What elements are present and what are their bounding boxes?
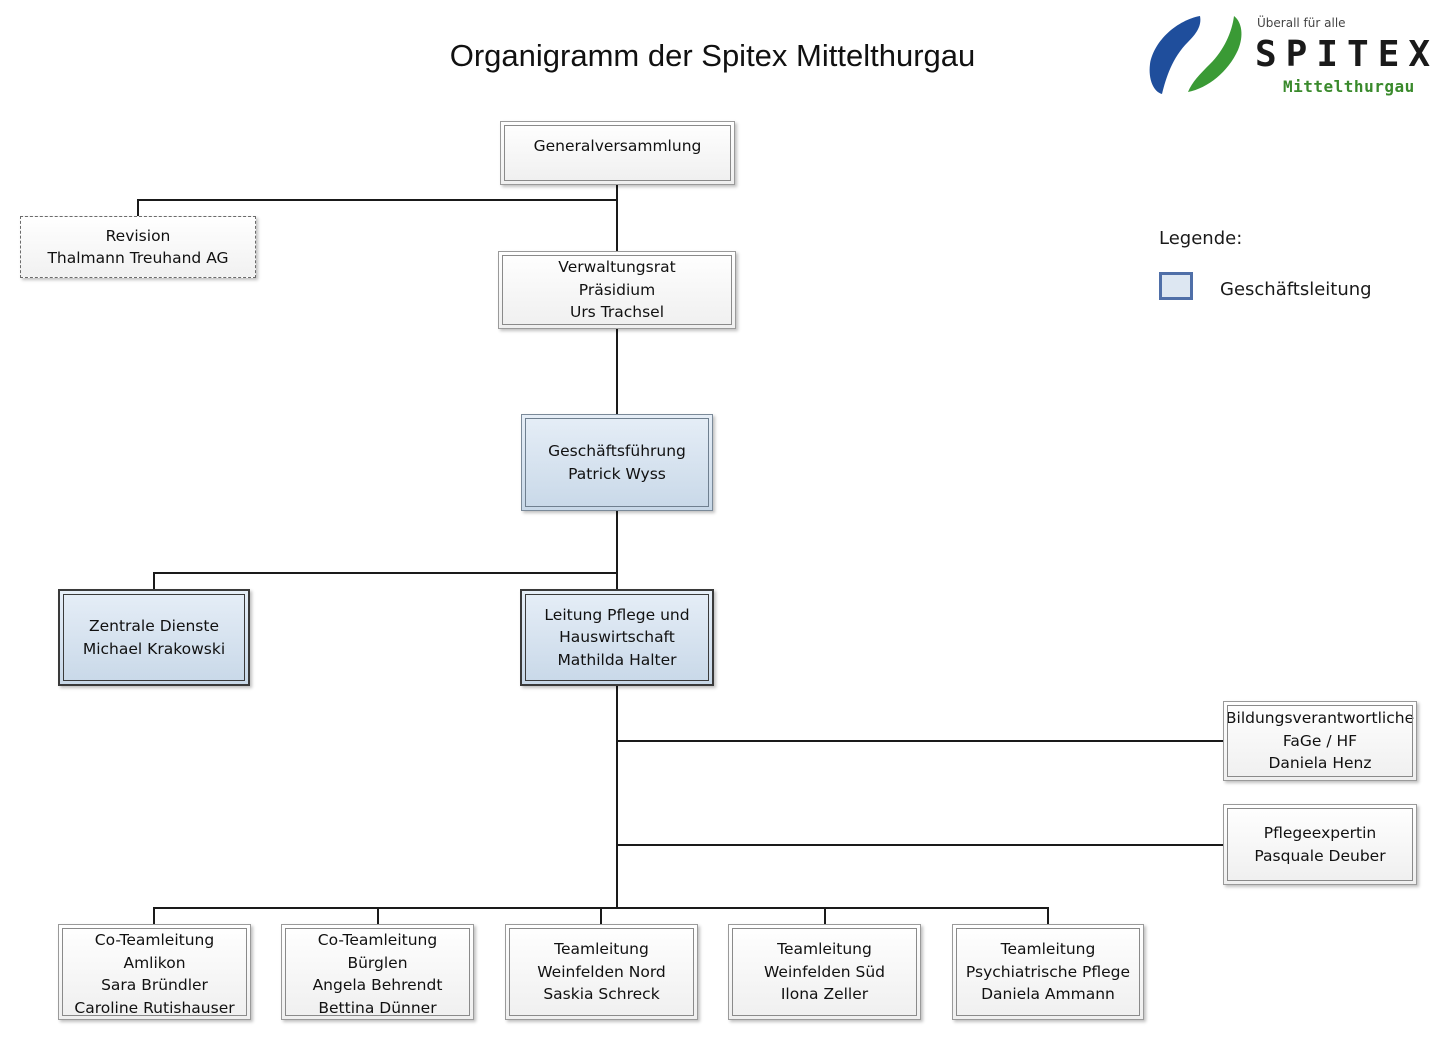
logo-tagline: Überall für alle [1257, 16, 1346, 30]
node-line: Saskia Schreck [543, 985, 660, 1004]
legend-title: Legende: [1159, 228, 1243, 249]
node-line: Urs Trachsel [569, 303, 665, 322]
connector-zd-horizontal [153, 572, 618, 574]
legend-swatch-geschaeftsleitung [1159, 272, 1193, 300]
connector-zd-vertical [153, 572, 155, 590]
node-line: Weinfelden Süd [763, 962, 885, 981]
node-line: Co-Teamleitung [317, 931, 438, 949]
node-line: Leitung Pflege und [544, 605, 690, 624]
node-line: Caroline Rutishauser [74, 998, 235, 1017]
node-line: Weinfelden Nord [537, 962, 666, 981]
node-line: Bildungsverantwortliche [1225, 709, 1415, 728]
node-lines: Generalversammlung [534, 135, 702, 158]
logo-region: Mittelthurgau [1283, 77, 1415, 96]
node-line: Präsidium [578, 280, 656, 299]
node-line: Daniela Henz [1268, 754, 1372, 773]
node-line: Bürglen [347, 953, 408, 972]
connector-team-5 [1047, 907, 1049, 926]
connector-team-3 [600, 907, 602, 926]
node-line: Geschäftsführung [548, 442, 686, 460]
node-line: Sara Bründler [101, 976, 208, 994]
node-line: Hauswirtschaft [559, 628, 675, 647]
connector-pflegeexpertin [616, 844, 1224, 846]
connector-team-1 [153, 907, 155, 926]
node-line: Co-Teamleitung [94, 931, 215, 949]
connector-vr-gf [616, 328, 618, 416]
node-line: Bettina Dünner [318, 998, 437, 1017]
page-title: Organigramm der Spitex Mittelthurgau [449, 38, 976, 73]
node-line: Verwaltungsrat [558, 258, 676, 277]
node-line: Revision [105, 226, 171, 245]
node-line: Amlikon [123, 953, 186, 972]
logo-name: SPITEX [1255, 34, 1438, 75]
connector-team-4 [824, 907, 826, 926]
node-line: Thalmann Treuhand AG [47, 249, 229, 267]
node-line: Angela Behrendt [312, 976, 443, 994]
legend-label-geschaeftsleitung: Geschäftsleitung [1220, 279, 1372, 300]
node-generalversammlung: Generalversammlung [500, 121, 735, 185]
connector-revision-vertical [137, 199, 139, 217]
connector-gf-down [616, 510, 618, 591]
node-line: Mathilda Halter [557, 650, 677, 669]
node-line: Pflegeexpertin [1263, 824, 1377, 842]
connector-team-2 [377, 907, 379, 926]
node-line: Teamleitung [777, 940, 872, 959]
node-line: Teamleitung [554, 940, 649, 959]
node-line: Zentrale Dienste [89, 617, 219, 635]
node-line: Patrick Wyss [568, 464, 666, 483]
connector-bildung [616, 740, 1224, 742]
node-line: Daniela Ammann [981, 985, 1115, 1004]
connector-lp-down [616, 684, 618, 909]
node-line: Generalversammlung [533, 137, 702, 155]
node-line: FaGe / HF [1282, 731, 1358, 750]
node-line: Pasquale Deuber [1254, 846, 1386, 865]
node-line: Ilona Zeller [780, 985, 869, 1004]
spitex-logo-icon [1149, 16, 1242, 94]
connector-gv-vr [616, 184, 618, 252]
node-line: Michael Krakowski [82, 639, 226, 658]
node-line: Teamleitung [1000, 940, 1096, 959]
connector-revision-horizontal [137, 199, 618, 201]
node-line: Psychiatrische Pflege [965, 962, 1131, 981]
